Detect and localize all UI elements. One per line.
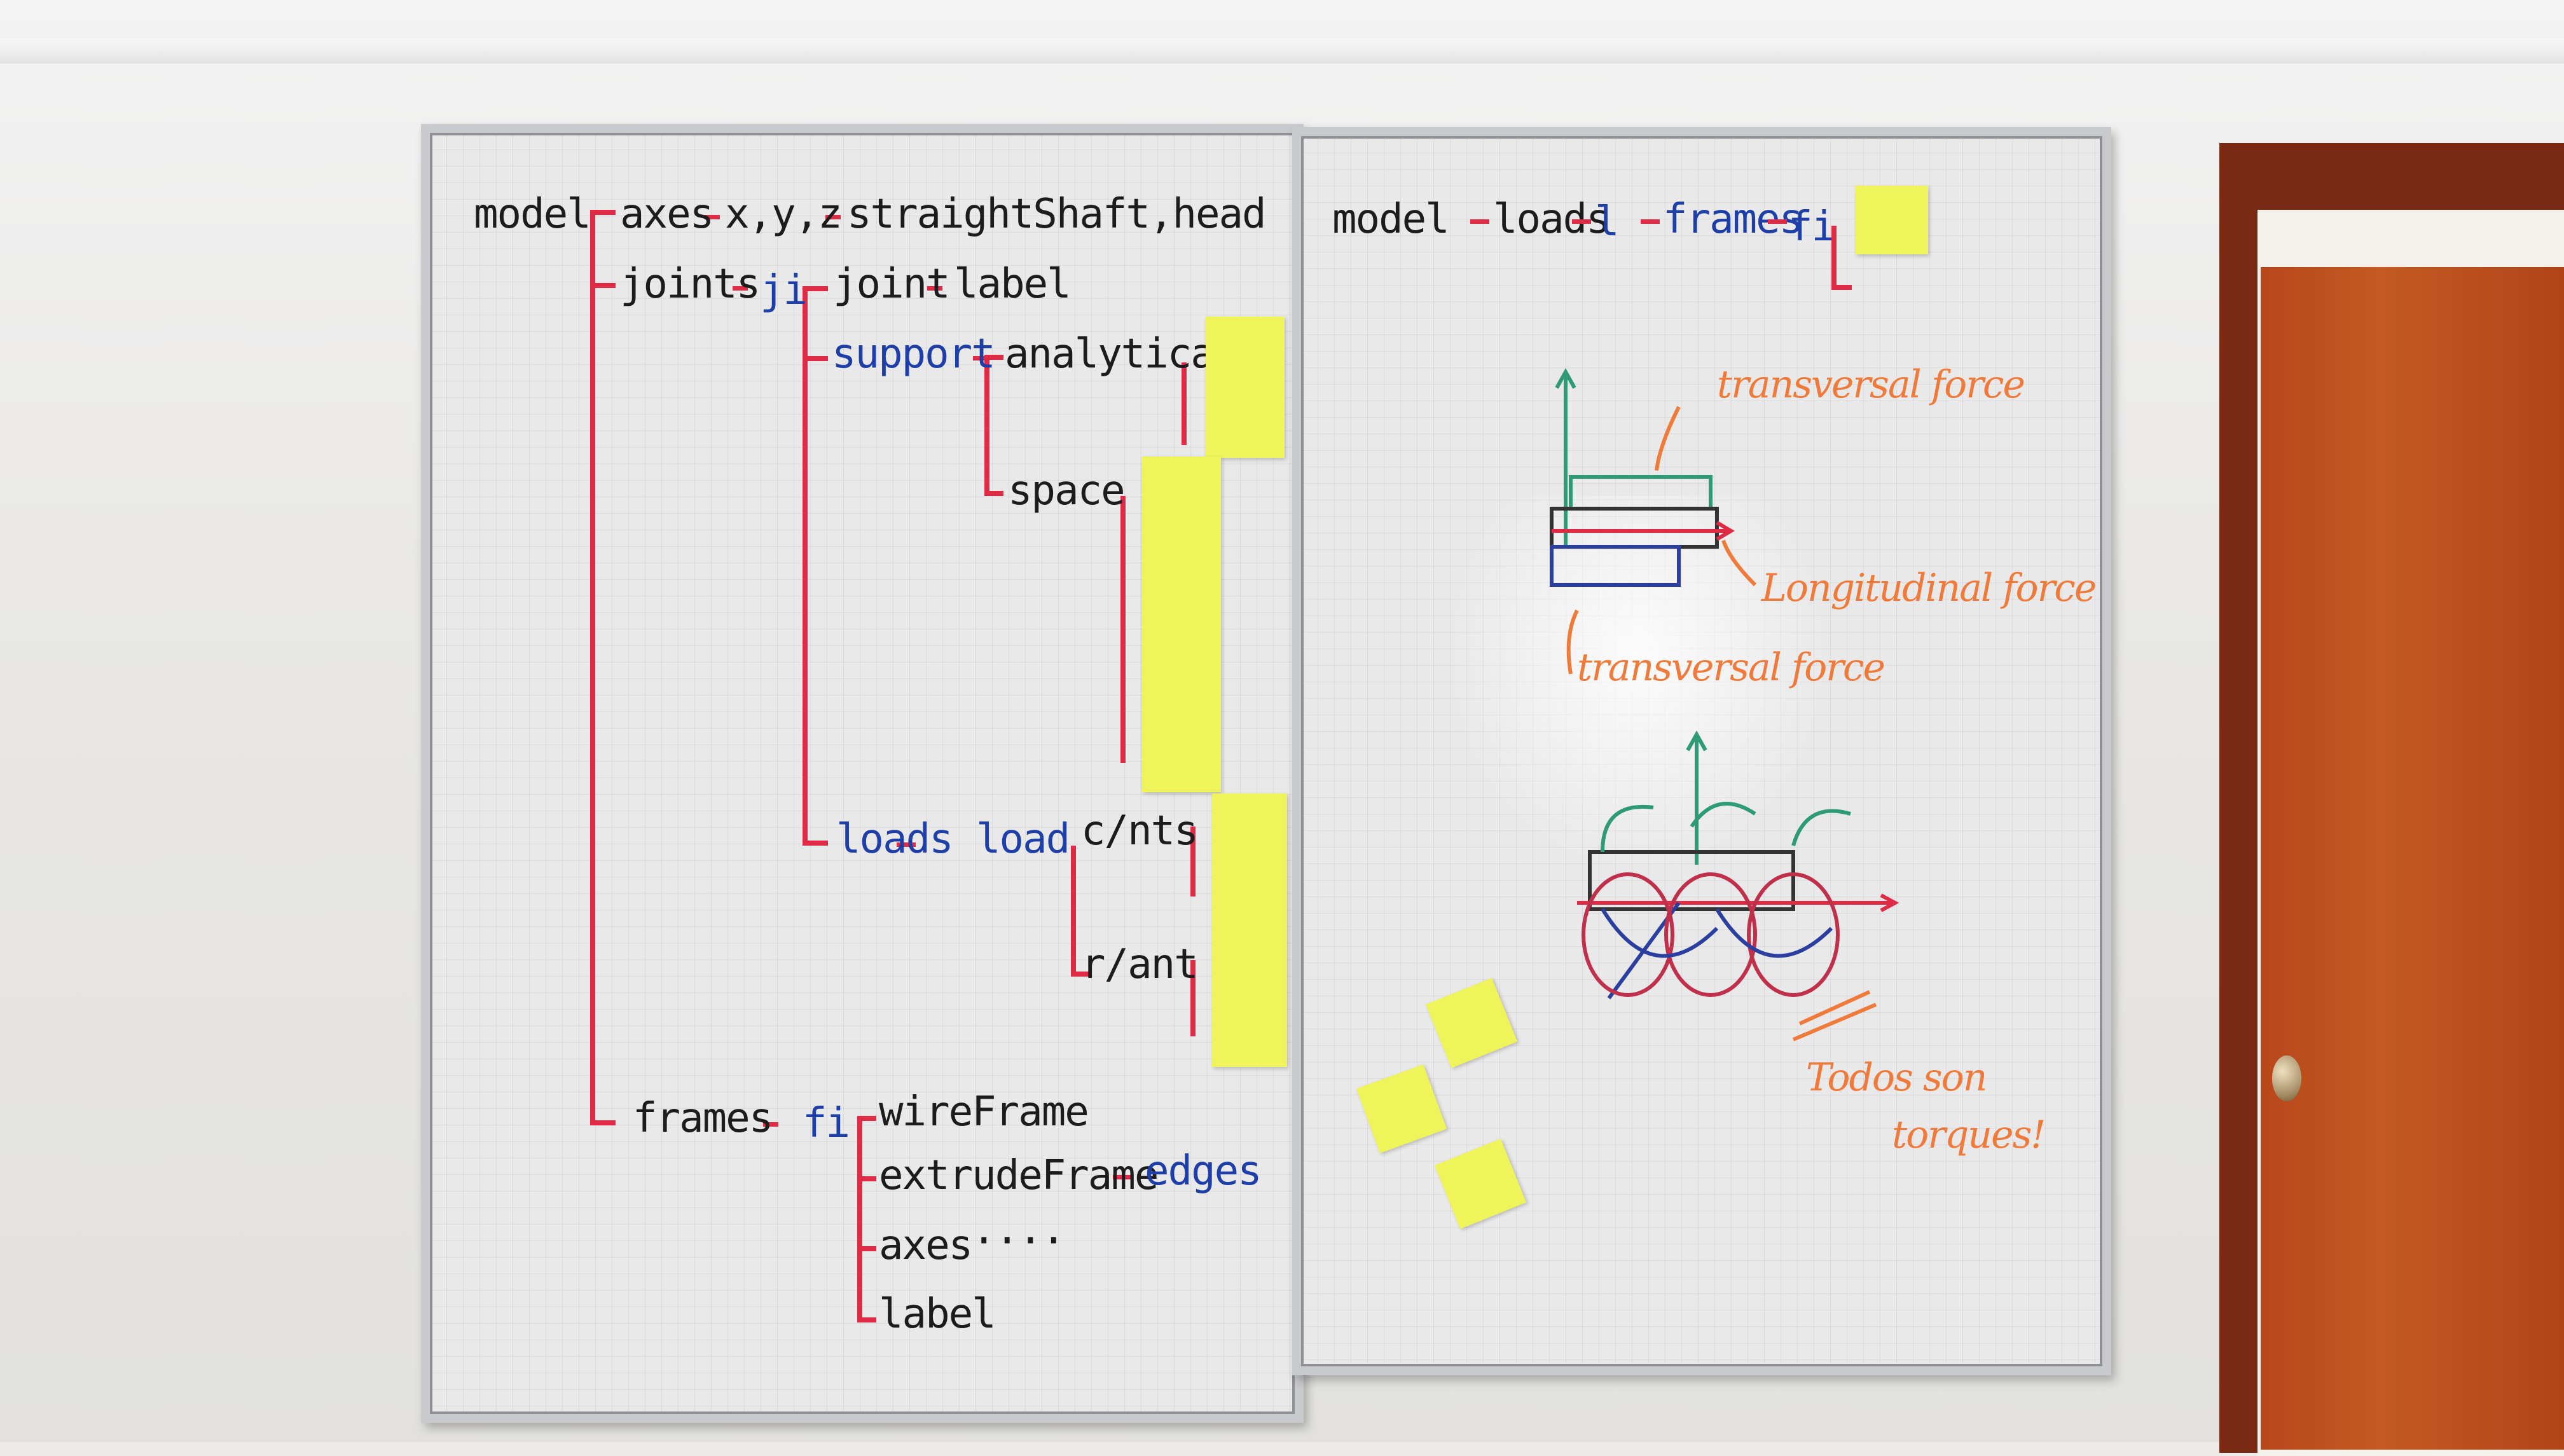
beam-body bbox=[1550, 507, 1719, 549]
tree-branch bbox=[590, 210, 616, 215]
sticky-note bbox=[1142, 457, 1221, 792]
bottom-beam-diagram bbox=[1577, 730, 1899, 1041]
tree-branch bbox=[857, 1176, 876, 1181]
arrowhead bbox=[1555, 367, 1576, 389]
sticky-note bbox=[1206, 317, 1285, 458]
node-label: label bbox=[954, 261, 1072, 308]
label-torques: torques! bbox=[1892, 1113, 2046, 1157]
node-xyz: x,y,z bbox=[725, 191, 843, 238]
tree-line-space bbox=[1120, 496, 1126, 763]
label-transversal-force-top: transversal force bbox=[1717, 362, 2025, 407]
top-beam-diagram bbox=[1550, 367, 1757, 675]
rb-l1: l bbox=[1595, 198, 1620, 245]
beam-body bbox=[1588, 850, 1795, 911]
tree-branch bbox=[590, 283, 616, 288]
label-todos-son: Todos son bbox=[1806, 1055, 1987, 1100]
tree-line-support bbox=[984, 355, 989, 496]
node-cints: c/nts bbox=[1081, 807, 1199, 855]
label-transversal-force-bottom: transversal force bbox=[1577, 645, 1885, 690]
tree-line-cints bbox=[1190, 827, 1196, 896]
light-reflection bbox=[1431, 496, 1844, 890]
door-knob bbox=[2272, 1055, 2301, 1101]
node-extrudeframe: extrudeFrame bbox=[879, 1152, 1159, 1199]
tree-line-frames bbox=[857, 1116, 862, 1322]
tree-branch bbox=[803, 356, 828, 361]
sticky-note bbox=[1856, 186, 1928, 254]
node-axes-frame: axes bbox=[879, 1222, 973, 1269]
node-joint: joint bbox=[833, 261, 951, 308]
node-model: model bbox=[474, 191, 591, 238]
dash bbox=[1470, 219, 1489, 224]
tree-branch bbox=[1831, 285, 1852, 290]
tree-branch bbox=[803, 286, 828, 291]
dash bbox=[763, 1122, 778, 1127]
tree-line-model bbox=[590, 210, 595, 1125]
dash bbox=[825, 215, 841, 219]
tree-line-load bbox=[1071, 846, 1076, 976]
tree-branch bbox=[857, 1246, 876, 1251]
distributed-load-box bbox=[1569, 475, 1713, 511]
node-ji: ji bbox=[760, 267, 808, 314]
tree-line-rant bbox=[1190, 960, 1196, 1036]
tree-line bbox=[1831, 226, 1837, 289]
node-support: support bbox=[832, 331, 996, 378]
node-straightshaft: straightShaft,head bbox=[847, 191, 1267, 238]
label-longitudinal-force: Longitudinal force bbox=[1761, 566, 2097, 610]
sticky-note bbox=[1212, 793, 1287, 1067]
rb-model: model bbox=[1332, 196, 1450, 243]
tree-branch bbox=[857, 1317, 876, 1322]
tree-line-joints bbox=[803, 286, 808, 846]
dash bbox=[1572, 219, 1591, 224]
beam-lower-load bbox=[1550, 545, 1681, 587]
node-wireframe: wireFrame bbox=[879, 1089, 1089, 1136]
dash bbox=[705, 215, 720, 219]
tree-branch bbox=[1071, 972, 1090, 977]
tree-line-analytical bbox=[1182, 362, 1187, 445]
underline bbox=[1798, 990, 1871, 1026]
dash bbox=[1641, 219, 1660, 224]
node-joints: joints bbox=[620, 261, 761, 308]
dash bbox=[1113, 1175, 1132, 1179]
node-fi: fi bbox=[803, 1100, 850, 1147]
node-edges: edges bbox=[1145, 1148, 1262, 1195]
node-rant: r/ant bbox=[1081, 941, 1199, 988]
node-loads: loads bbox=[836, 816, 954, 863]
tree-branch bbox=[984, 355, 1003, 360]
dash bbox=[1768, 219, 1787, 224]
node-label-frame: label bbox=[879, 1291, 996, 1338]
dash bbox=[733, 286, 748, 291]
ceiling-molding bbox=[0, 38, 2564, 64]
rb-fi: fi bbox=[1788, 203, 1836, 251]
ellipsis: ···· bbox=[972, 1218, 1066, 1265]
dash bbox=[973, 356, 988, 361]
node-load: load bbox=[976, 816, 1070, 863]
dash bbox=[897, 842, 916, 847]
tree-branch bbox=[857, 1116, 876, 1121]
tree-branch bbox=[984, 491, 1003, 496]
door bbox=[2261, 267, 2564, 1450]
node-space: space bbox=[1008, 467, 1126, 514]
node-axes: axes bbox=[620, 191, 714, 238]
node-frames: frames bbox=[633, 1095, 773, 1142]
tree-branch bbox=[803, 841, 828, 846]
tree-branch bbox=[590, 1120, 616, 1125]
node-analytical: analytical bbox=[1005, 331, 1238, 378]
dash bbox=[927, 286, 942, 291]
